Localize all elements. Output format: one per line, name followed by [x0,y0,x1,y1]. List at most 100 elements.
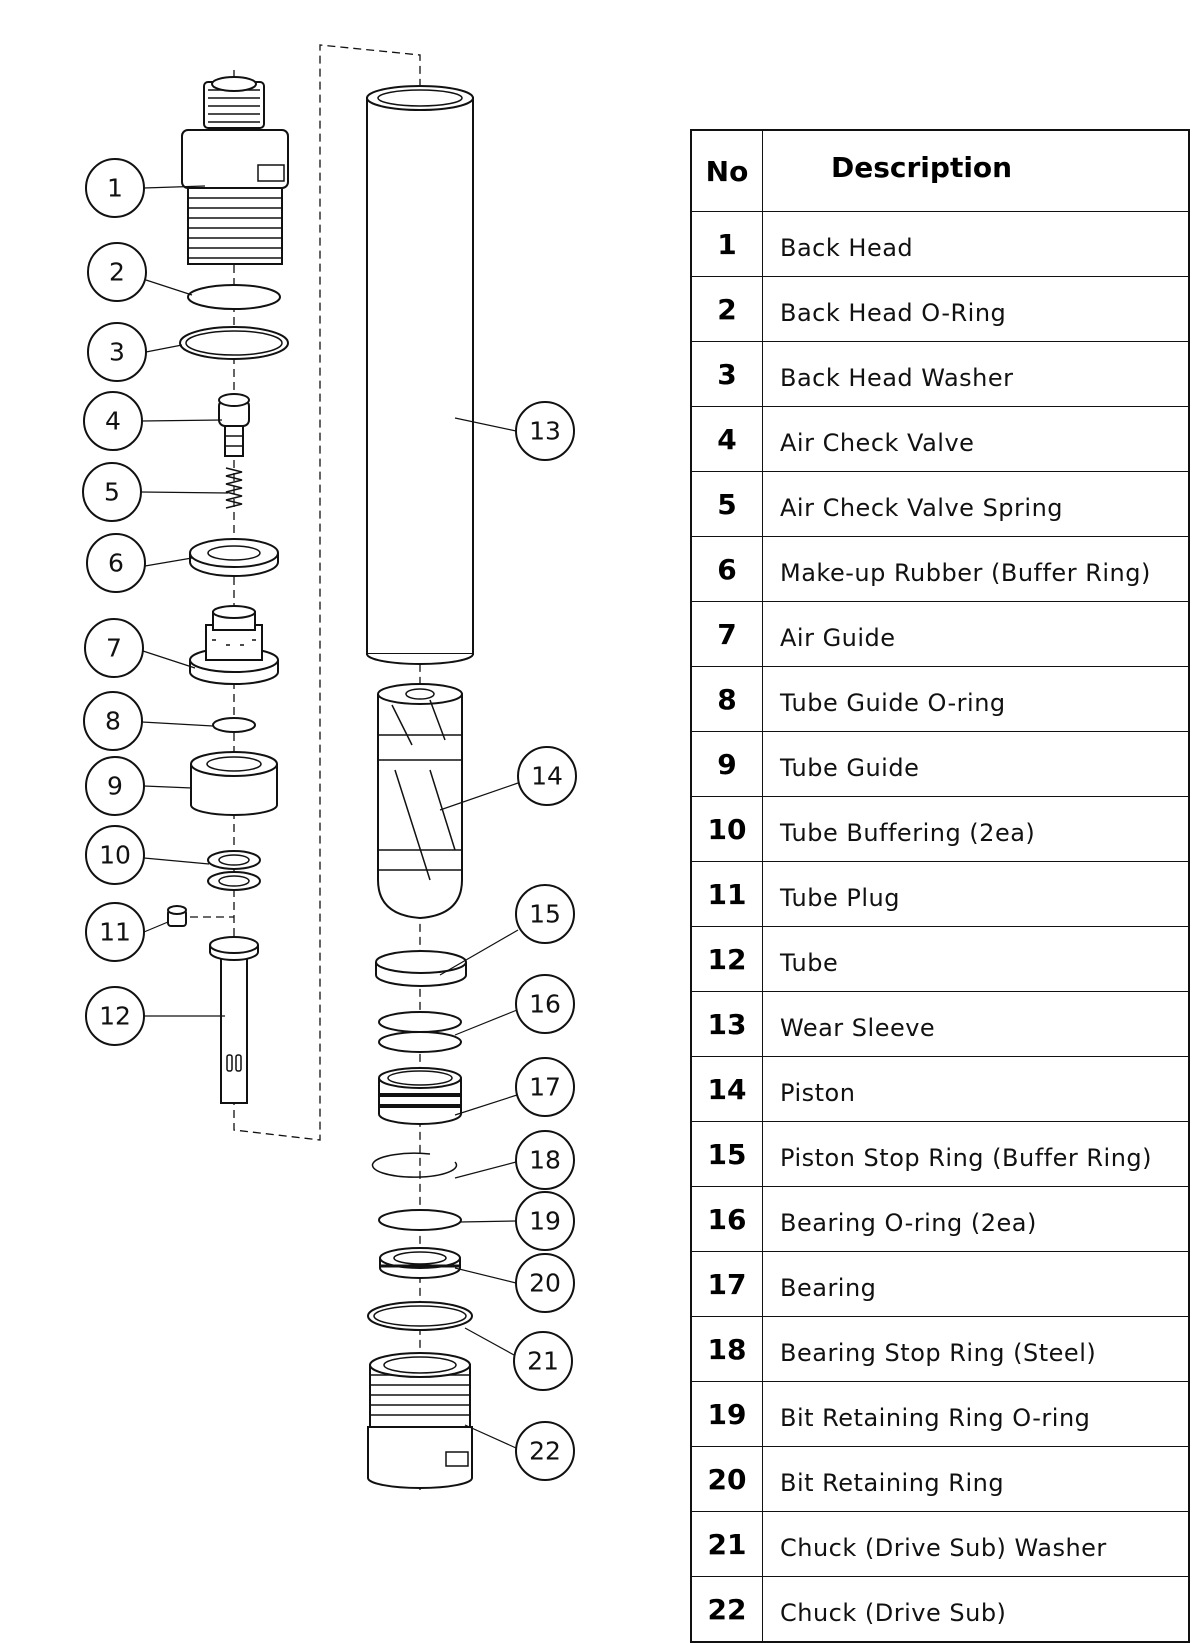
part-description: Piston [762,1056,1190,1122]
callout-number: 6 [108,549,124,578]
part-description: Tube Buffering (2ea) [762,796,1190,862]
part-number: 2 [690,276,763,342]
part-bearing-o-rings [378,1011,462,1053]
part-number: 17 [690,1251,763,1317]
part-number: 21 [690,1511,763,1577]
callout-number: 13 [529,417,561,446]
part-number: 22 [690,1576,763,1643]
callout-12: 12 [85,986,145,1046]
part-description: Bit Retaining Ring O-ring [762,1381,1190,1447]
part-tube-plug [167,905,187,927]
part-piston [377,683,463,920]
part-description: Piston Stop Ring (Buffer Ring) [762,1121,1190,1187]
callout-22: 22 [515,1421,575,1481]
callout-21: 21 [513,1331,573,1391]
callout-11: 11 [85,902,145,962]
part-air-guide [189,605,279,685]
callout-number: 2 [109,258,125,287]
part-description: Bearing Stop Ring (Steel) [762,1316,1190,1382]
part-back-head-o-ring [187,284,281,310]
part-chuck-drive-sub [367,1352,473,1489]
part-tube-guide [190,751,278,816]
callout-number: 16 [529,990,561,1019]
part-description: Air Check Valve [762,406,1190,472]
callout-18: 18 [515,1130,575,1190]
callout-number: 21 [527,1347,559,1376]
part-bit-retaining-ring-o-ring [378,1209,462,1231]
callout-number: 4 [105,407,121,436]
callout-4: 4 [83,391,143,451]
part-number: 7 [690,601,763,667]
part-number: 10 [690,796,763,862]
part-number: 20 [690,1446,763,1512]
part-number: 9 [690,731,763,797]
callout-number: 1 [107,174,123,203]
part-number: 11 [690,861,763,927]
callout-15: 15 [515,884,575,944]
callout-20: 20 [515,1253,575,1313]
part-description: Back Head O-Ring [762,276,1190,342]
part-tube-guide-o-ring [212,717,256,733]
part-description: Bearing [762,1251,1190,1317]
callout-8: 8 [83,691,143,751]
callout-number: 8 [105,707,121,736]
part-bit-retaining-ring [379,1247,461,1279]
callout-14: 14 [517,746,577,806]
part-description: Chuck (Drive Sub) Washer [762,1511,1190,1577]
part-back-head [181,76,289,265]
callout-number: 10 [99,841,131,870]
callout-number: 22 [529,1437,561,1466]
part-tube [209,936,259,1104]
part-number: 14 [690,1056,763,1122]
part-description: Bearing O-ring (2ea) [762,1186,1190,1252]
callout-19: 19 [515,1191,575,1251]
part-wear-sleeve [366,85,474,665]
part-number: 19 [690,1381,763,1447]
callout-number: 20 [529,1269,561,1298]
part-number: 12 [690,926,763,992]
part-number: 4 [690,406,763,472]
part-description: Bit Retaining Ring [762,1446,1190,1512]
callout-number: 19 [529,1207,561,1236]
part-description: Make-up Rubber (Buffer Ring) [762,536,1190,602]
callout-17: 17 [515,1057,575,1117]
part-piston-stop-ring [375,950,467,987]
part-number: 8 [690,666,763,732]
part-number: 18 [690,1316,763,1382]
part-back-head-washer [179,326,289,360]
part-tube-buffering [207,850,261,891]
callout-number: 7 [106,634,122,663]
callout-number: 14 [531,762,563,791]
part-description: Back Head Washer [762,341,1190,407]
part-number: 5 [690,471,763,537]
part-description: Wear Sleeve [762,991,1190,1057]
part-number: 1 [690,211,763,277]
callout-number: 11 [99,918,131,947]
part-bearing-stop-ring [371,1152,458,1178]
callout-number: 15 [529,900,561,929]
callout-1: 1 [85,158,145,218]
part-number: 15 [690,1121,763,1187]
header-no: No [690,129,763,212]
callout-13: 13 [515,401,575,461]
part-number: 3 [690,341,763,407]
table-header-row: No Description [690,129,1190,212]
callout-3: 3 [87,322,147,382]
